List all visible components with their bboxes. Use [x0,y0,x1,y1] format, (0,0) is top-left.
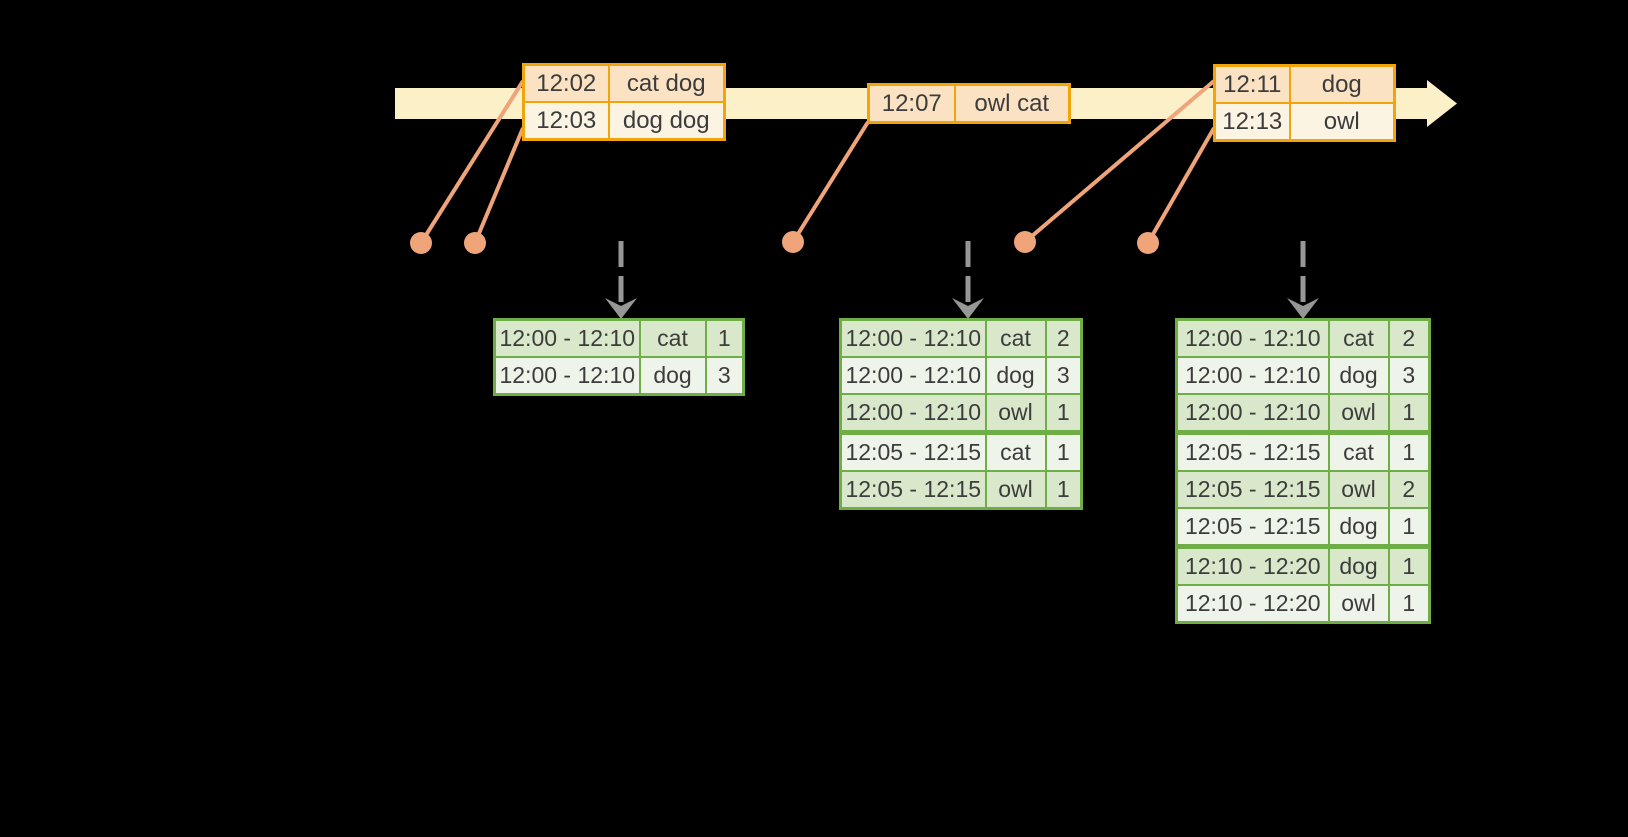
word-cell: owl [1327,584,1390,624]
count-cell: 1 [1387,430,1431,472]
result-row: 12:00 - 12:10 dog 3 [1175,356,1431,395]
word-cell: cat [984,318,1047,358]
word-cell: cat [1327,430,1390,472]
count-cell: 1 [1387,507,1431,548]
result-row: 12:05 - 12:15 owl 2 [1175,470,1431,509]
event-words-cell: cat dog [607,63,726,103]
event-time-cell: 12:03 [522,101,610,141]
event-dot-icon [1014,231,1036,253]
word-cell: dog [1327,356,1390,395]
count-cell: 2 [1387,470,1431,509]
window-cell: 12:00 - 12:10 [1175,393,1330,434]
event-time-cell: 12:11 [1213,64,1291,104]
event-batch-table-2: 12:07 owl cat [867,83,1071,124]
event-time-cell: 12:02 [522,63,610,103]
count-cell: 1 [1387,584,1431,624]
word-cell: cat [984,430,1047,472]
event-time-cell: 12:13 [1213,102,1291,142]
result-table-2: 12:00 - 12:10 cat 2 12:00 - 12:10 dog 3 … [839,318,1083,510]
count-cell: 2 [1387,318,1431,358]
word-cell: dog [638,356,707,396]
event-row: 12:11 dog [1213,64,1396,104]
word-cell: owl [984,393,1047,434]
window-cell: 12:00 - 12:10 [1175,318,1330,358]
word-cell: dog [1327,544,1390,586]
window-cell: 12:10 - 12:20 [1175,544,1330,586]
result-row: 12:00 - 12:10 cat 1 [493,318,745,358]
word-cell: owl [1327,393,1390,434]
count-cell: 3 [1044,356,1083,395]
word-cell: owl [1327,470,1390,509]
trigger-arrow-head-icon [1287,298,1319,319]
count-cell: 2 [1044,318,1083,358]
window-cell: 12:05 - 12:15 [839,470,987,510]
word-cell: cat [1327,318,1390,358]
word-cell: dog [1327,507,1390,548]
event-words-cell: dog [1288,64,1396,104]
event-connector-line [1023,79,1216,244]
word-cell: cat [638,318,707,358]
event-dot-icon [1137,232,1159,254]
result-row: 12:05 - 12:15 cat 1 [1175,430,1431,472]
count-cell: 3 [704,356,745,396]
result-table-3: 12:00 - 12:10 cat 2 12:00 - 12:10 dog 3 … [1175,318,1431,624]
event-row: 12:02 cat dog [522,63,726,103]
window-cell: 12:00 - 12:10 [1175,356,1330,395]
event-row: 12:03 dog dog [522,101,726,141]
window-cell: 12:05 - 12:15 [1175,507,1330,548]
count-cell: 1 [1044,430,1083,472]
count-cell: 1 [1044,470,1083,510]
result-row: 12:05 - 12:15 owl 1 [839,470,1083,510]
event-row: 12:07 owl cat [867,83,1071,124]
result-row: 12:10 - 12:20 owl 1 [1175,584,1431,624]
window-cell: 12:00 - 12:10 [493,356,641,396]
event-connector-line [473,127,525,244]
event-words-cell: dog dog [607,101,726,141]
count-cell: 1 [704,318,745,358]
event-words-cell: owl [1288,102,1396,142]
timeline-arrow-icon [1427,80,1457,127]
count-cell: 1 [1387,393,1431,434]
window-cell: 12:00 - 12:10 [839,356,987,395]
event-batch-table-1: 12:02 cat dog 12:03 dog dog [522,63,726,141]
event-row: 12:13 owl [1213,102,1396,142]
event-batch-table-3: 12:11 dog 12:13 owl [1213,64,1396,142]
window-cell: 12:05 - 12:15 [1175,470,1330,509]
count-cell: 1 [1044,393,1083,434]
event-words-cell: owl cat [953,83,1071,124]
result-row: 12:10 - 12:20 dog 1 [1175,544,1431,586]
event-connector-line [419,79,525,245]
window-cell: 12:00 - 12:10 [839,318,987,358]
event-connector-line [791,120,870,244]
result-row: 12:00 - 12:10 dog 3 [839,356,1083,395]
event-dot-icon [782,231,804,253]
window-cell: 12:10 - 12:20 [1175,584,1330,624]
window-cell: 12:05 - 12:15 [1175,430,1330,472]
result-row: 12:00 - 12:10 dog 3 [493,356,745,396]
window-cell: 12:05 - 12:15 [839,430,987,472]
result-row: 12:00 - 12:10 owl 1 [1175,393,1431,434]
result-row: 12:00 - 12:10 cat 2 [839,318,1083,358]
event-connector-line [1146,127,1216,244]
window-cell: 12:00 - 12:10 [839,393,987,434]
trigger-arrow-head-icon [952,298,984,319]
word-cell: owl [984,470,1047,510]
event-time-cell: 12:07 [867,83,956,124]
event-dot-icon [464,232,486,254]
result-row: 12:05 - 12:15 cat 1 [839,430,1083,472]
trigger-arrow-head-icon [605,298,637,319]
count-cell: 1 [1387,544,1431,586]
result-row: 12:05 - 12:15 dog 1 [1175,507,1431,548]
result-table-1: 12:00 - 12:10 cat 1 12:00 - 12:10 dog 3 [493,318,745,396]
result-row: 12:00 - 12:10 cat 2 [1175,318,1431,358]
event-dot-icon [410,232,432,254]
word-cell: dog [984,356,1047,395]
result-row: 12:00 - 12:10 owl 1 [839,393,1083,434]
window-cell: 12:00 - 12:10 [493,318,641,358]
count-cell: 3 [1387,356,1431,395]
